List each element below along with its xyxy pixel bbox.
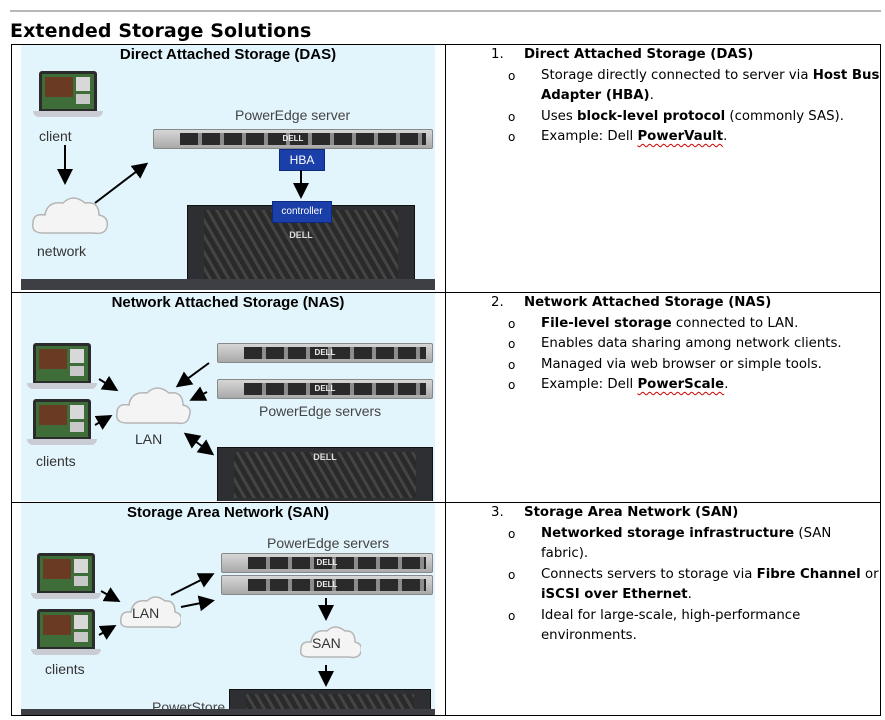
poweredge-server-icon: DELL: [153, 129, 433, 149]
section-heading: 3.Storage Area Network (SAN): [491, 505, 739, 520]
nas-diagram-cell: Network Attached Storage (NAS) clients L…: [11, 292, 446, 503]
poweredge-server-icon: DELL: [221, 553, 433, 573]
servers-label: PowerEdge servers: [267, 535, 390, 551]
nas-diagram: Network Attached Storage (NAS) clients L…: [21, 293, 435, 501]
storage-table: Direct Attached Storage (DAS) client net…: [11, 44, 881, 716]
client-to-lan-arrow: [100, 587, 121, 602]
hba-box: HBA: [279, 149, 325, 171]
lan-label: LAN: [132, 605, 160, 621]
lan-cloud-icon: [115, 387, 191, 425]
network-cloud-icon: [31, 197, 109, 235]
floor-bar: [21, 709, 435, 715]
nas-diagram-title: Network Attached Storage (NAS): [111, 294, 345, 311]
lan-cloud-icon: [119, 596, 181, 629]
lan-to-server-arrow: [180, 595, 215, 612]
powerscale-storage-icon: DELL: [217, 447, 433, 501]
poweredge-server-icon: DELL: [221, 575, 433, 595]
client-to-lan-arrow: [98, 625, 117, 640]
clients-label: clients: [36, 453, 76, 469]
network-label: network: [37, 243, 87, 259]
floor-bar: [21, 279, 435, 290]
das-diagram: Direct Attached Storage (DAS) client net…: [21, 45, 435, 290]
lan-to-server-arrow: [170, 573, 215, 596]
san-diagram-title: Storage Area Network (SAN): [127, 504, 329, 521]
top-rule: [10, 10, 881, 12]
table-row-das: Direct Attached Storage (DAS) client net…: [11, 44, 881, 293]
san-label: SAN: [312, 635, 341, 651]
san-cloud-icon: [299, 626, 361, 659]
nas-arrows: [94, 362, 215, 456]
client-to-lan-arrow: [98, 375, 119, 392]
client-laptop-icon: [27, 399, 97, 455]
san-diagram-cell: Storage Area Network (SAN) clients LAN P…: [11, 502, 446, 716]
server-to-lan-arrow: [189, 386, 208, 401]
server-label: PowerEdge server: [235, 107, 351, 123]
section-heading: 2.Network Attached Storage (NAS): [491, 295, 772, 310]
san-arrows: [98, 573, 334, 687]
san-diagram: Storage Area Network (SAN) clients LAN P…: [21, 503, 435, 715]
client-to-lan-arrow: [94, 415, 113, 430]
clients-label: clients: [45, 661, 85, 677]
client-laptop-icon: [31, 609, 101, 665]
client-laptop-icon: [31, 553, 101, 609]
das-arrows: [57, 145, 309, 204]
das-diagram-cell: Direct Attached Storage (DAS) client net…: [11, 44, 446, 293]
spellcheck-word: PowerVault: [637, 129, 724, 144]
lan-label: LAN: [135, 431, 163, 447]
poweredge-server-icon: DELL: [217, 379, 433, 399]
poweredge-server-icon: DELL: [217, 343, 433, 363]
table-row-san: Storage Area Network (SAN) clients LAN P…: [11, 502, 881, 716]
page-title: Extended Storage Solutions: [10, 20, 312, 42]
client-laptop-icon: [27, 343, 97, 399]
servers-label: PowerEdge servers: [259, 403, 382, 419]
server-to-lan-arrow: [175, 362, 210, 388]
lan-storage-arrow: [183, 432, 215, 456]
das-diagram-title: Direct Attached Storage (DAS): [119, 46, 337, 63]
table-row-nas: Network Attached Storage (NAS) clients L…: [11, 292, 881, 503]
client-label: client: [39, 128, 72, 144]
section-heading: 1.Direct Attached Storage (DAS): [491, 47, 754, 62]
network-to-server-arrow: [94, 162, 149, 204]
client-laptop-icon: [33, 71, 103, 127]
spellcheck-word: PowerScale: [637, 377, 725, 392]
controller-box: controller: [272, 201, 332, 223]
